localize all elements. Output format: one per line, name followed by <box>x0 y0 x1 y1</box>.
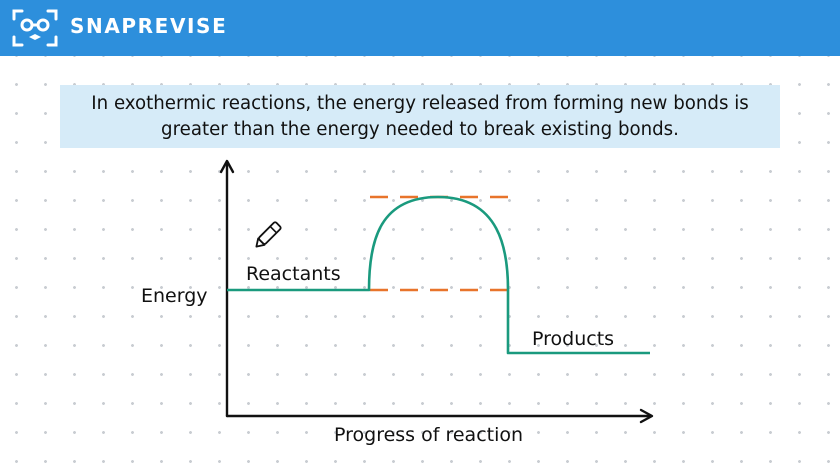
exothermic-statement: In exothermic reactions, the energy rele… <box>60 85 780 148</box>
axes <box>219 159 654 424</box>
y-axis-label: Energy <box>141 285 208 307</box>
products-label: Products <box>532 328 614 350</box>
energy-level-markers <box>370 195 508 292</box>
brand-name: SNAPREVISE <box>70 14 228 38</box>
reactants-label: Reactants <box>246 263 341 285</box>
x-axis-arrow <box>639 408 654 424</box>
y-axis-arrow <box>219 159 235 174</box>
pen-icon <box>255 221 282 248</box>
x-axis-label: Progress of reaction <box>334 424 523 446</box>
header-bar: SNAPREVISE <box>0 0 840 56</box>
energy-profile-curve <box>227 195 650 355</box>
glasses-face-logo-icon <box>12 9 58 47</box>
